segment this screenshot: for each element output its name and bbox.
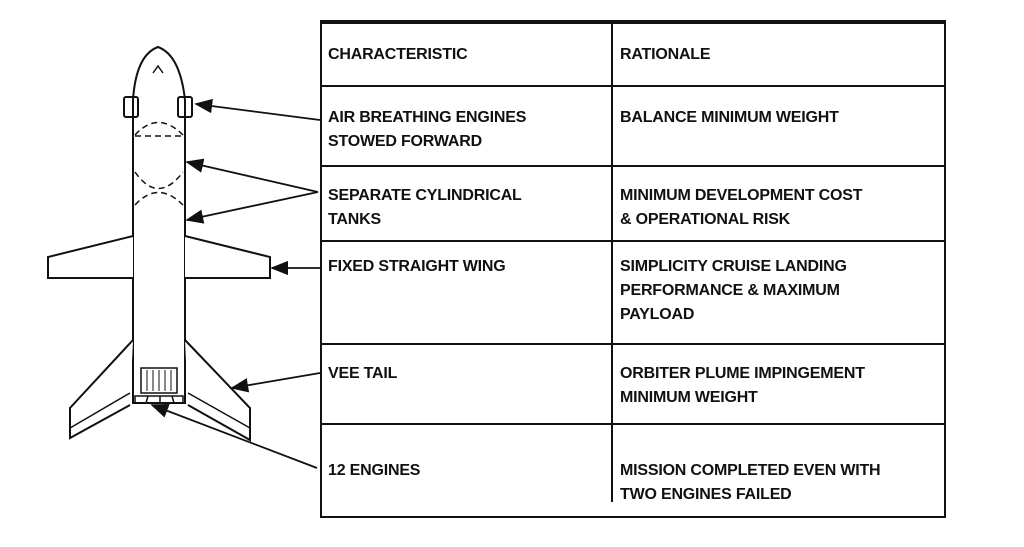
rationale-cell: BALANCE MINIMUM WEIGHT: [620, 109, 839, 126]
rationale-cell: SIMPLICITY CRUISE LANDING PERFORMANCE & …: [620, 258, 847, 323]
arrow-tanks-lower: [185, 191, 319, 224]
table-row: SEPARATE CYLINDRICAL TANKS MINIMUM DEVEL…: [322, 165, 944, 244]
arrow-vee-tail: [230, 372, 321, 393]
header-characteristic: CHARACTERISTIC: [328, 46, 468, 63]
characteristic-cell: AIR BREATHING ENGINES STOWED FORWARD: [328, 109, 527, 150]
column-divider: [611, 22, 613, 502]
tanks-dashed: [134, 121, 184, 206]
cockpit-icon: [152, 64, 164, 74]
characteristic-cell: SEPARATE CYLINDRICAL TANKS: [328, 187, 522, 228]
tail-right: [184, 339, 251, 442]
rationale-cell: MINIMUM DEVELOPMENT COST & OPERATIONAL R…: [620, 187, 863, 228]
booster-planform-drawing: [47, 45, 321, 469]
characteristic-cell: FIXED STRAIGHT WING: [328, 258, 506, 275]
wing-right: [184, 235, 271, 279]
rationale-cell: ORBITER PLUME IMPINGEMENT MINIMUM WEIGHT: [620, 365, 865, 406]
table-row: 12 ENGINES MISSION COMPLETED EVEN WITH T…: [322, 423, 944, 520]
table-row: AIR BREATHING ENGINES STOWED FORWARD BAL…: [322, 85, 944, 167]
engine-pod-left: [123, 96, 139, 118]
rationale-cell: MISSION COMPLETED EVEN WITH TWO ENGINES …: [620, 462, 881, 503]
table-header-row: CHARACTERISTIC RATIONALE: [322, 22, 944, 89]
arrow-tanks-upper: [185, 158, 319, 193]
table-row: VEE TAIL ORBITER PLUME IMPINGEMENT MINIM…: [322, 343, 944, 425]
table-row: FIXED STRAIGHT WING SIMPLICITY CRUISE LA…: [322, 240, 944, 345]
header-rationale: RATIONALE: [620, 46, 711, 63]
characteristics-table: CHARACTERISTIC RATIONALE AIR BREATHING E…: [320, 20, 946, 518]
arrow-12-engines: [150, 404, 318, 469]
engine-nozzles: [134, 395, 184, 404]
tail-right-inner: [187, 392, 251, 429]
arrow-engines-forward: [194, 98, 321, 121]
characteristic-cell: 12 ENGINES: [328, 462, 421, 479]
characteristic-cell: VEE TAIL: [328, 365, 398, 382]
engine-cluster: [140, 367, 178, 394]
engine-pod-right: [177, 96, 193, 118]
wing-left: [47, 235, 134, 279]
tail-left: [69, 339, 134, 440]
tail-left-inner: [69, 392, 131, 429]
